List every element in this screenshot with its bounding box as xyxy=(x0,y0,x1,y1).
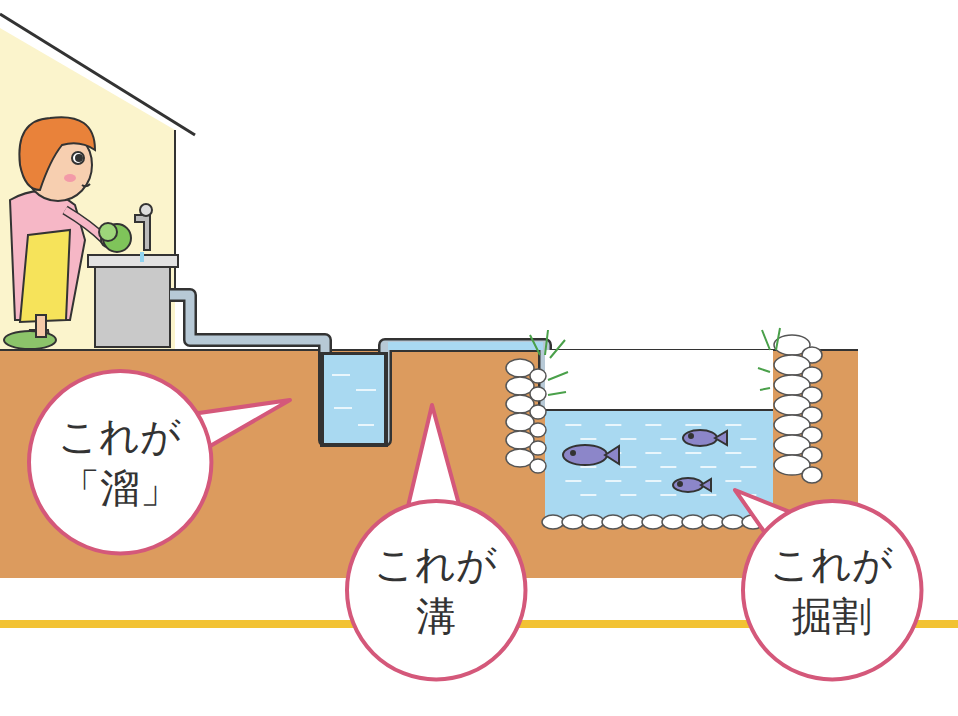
stone xyxy=(582,515,604,529)
stone xyxy=(622,515,644,529)
bubble-outline xyxy=(27,369,213,555)
woman xyxy=(4,117,131,349)
faucet-handle xyxy=(140,204,152,216)
callout-bubble: これが 「溜」 xyxy=(27,369,213,555)
tap-water xyxy=(140,252,144,262)
ripple xyxy=(725,480,741,482)
sink xyxy=(95,262,170,347)
ripple xyxy=(660,466,676,468)
ripple xyxy=(620,438,636,440)
roof-line xyxy=(0,14,195,135)
ditch-water xyxy=(388,342,543,350)
ripple xyxy=(685,452,701,454)
callout-text: これが 溝 xyxy=(371,538,501,642)
ripple xyxy=(700,466,716,468)
ripple xyxy=(740,466,756,468)
bubble-outline xyxy=(741,499,923,681)
bubble-outline xyxy=(345,499,527,681)
stone xyxy=(802,467,822,483)
stone xyxy=(602,515,624,529)
wall-edge xyxy=(174,130,176,300)
ripple xyxy=(645,452,661,454)
ripple xyxy=(565,480,581,482)
ripple xyxy=(685,424,701,426)
stone xyxy=(682,515,704,529)
fish xyxy=(563,430,727,492)
ripple xyxy=(740,438,756,440)
stone xyxy=(562,515,584,529)
canal-surface xyxy=(545,409,773,411)
grass xyxy=(530,328,780,395)
ripple xyxy=(660,438,676,440)
ripple xyxy=(645,480,661,482)
ripple xyxy=(605,424,621,426)
ripple xyxy=(565,424,581,426)
callout-bubble: これが 溝 xyxy=(345,499,527,681)
callout-text: これが 掘割 xyxy=(767,538,897,642)
bubble-circle xyxy=(347,501,525,679)
ripple xyxy=(725,452,741,454)
stone xyxy=(642,515,664,529)
ripple xyxy=(620,466,636,468)
house-wall xyxy=(0,28,175,350)
ripple xyxy=(580,466,596,468)
ripple xyxy=(620,494,636,496)
bubble-circle xyxy=(743,501,921,679)
stone xyxy=(530,459,546,473)
bubble-circle xyxy=(29,371,211,553)
ripple xyxy=(580,438,596,440)
stone-walls xyxy=(506,335,822,529)
ripple xyxy=(725,424,741,426)
pit-water xyxy=(324,355,384,443)
stone xyxy=(542,515,564,529)
sink-rim xyxy=(88,255,178,267)
callout-bubble: これが 掘割 xyxy=(741,499,923,681)
ripple xyxy=(580,494,596,496)
pit-ripples xyxy=(332,375,376,425)
stone xyxy=(722,515,744,529)
ripple xyxy=(700,494,716,496)
faucet xyxy=(135,215,150,250)
ripple xyxy=(605,480,621,482)
stone xyxy=(662,515,684,529)
pit-outline xyxy=(320,352,388,447)
stone xyxy=(702,515,724,529)
callout-text: これが 「溜」 xyxy=(52,410,187,514)
canal-air xyxy=(545,350,773,409)
ripple xyxy=(645,424,661,426)
ripple xyxy=(660,494,676,496)
